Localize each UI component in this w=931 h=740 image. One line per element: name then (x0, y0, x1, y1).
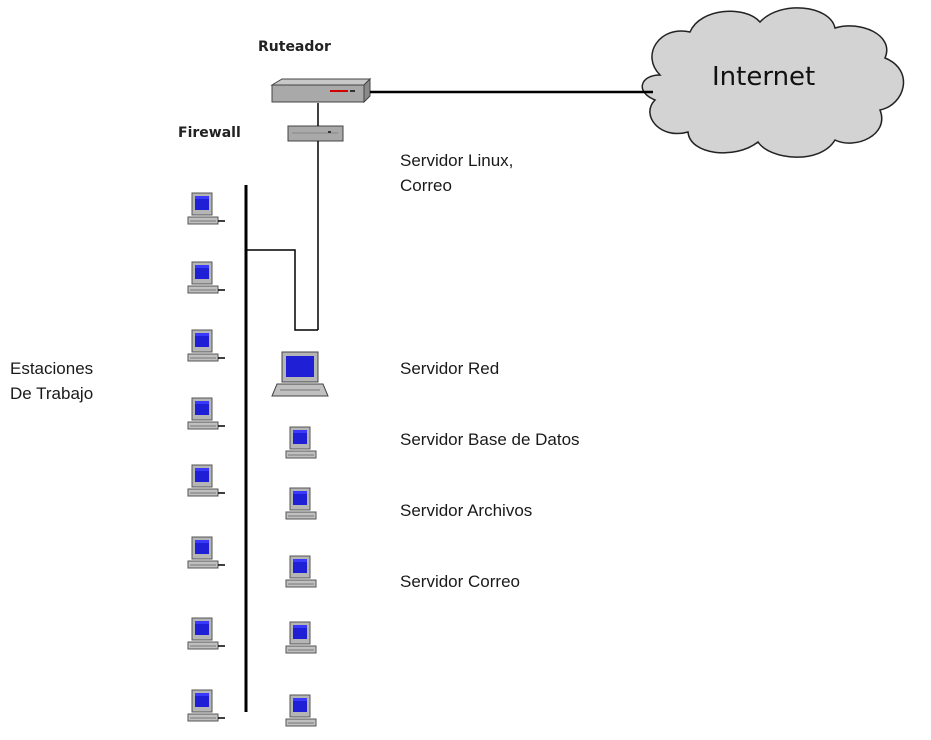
firewall-label: Firewall (178, 125, 241, 141)
database-server-label: Servidor Base de Datos (400, 430, 580, 449)
workstation-computer-icon (187, 536, 226, 569)
laptop-computer-icon (271, 351, 329, 397)
router-label: Ruteador (258, 39, 331, 55)
linux-server-label-line1: Servidor Linux, (400, 151, 514, 170)
internet-cloud-icon (641, 7, 905, 158)
firewall-icon (287, 125, 344, 142)
workstation-computer-icon (187, 397, 226, 430)
file-server-label: Servidor Archivos (400, 501, 533, 520)
router-icon (270, 77, 372, 104)
workstations-label-line2: De Trabajo (10, 384, 94, 403)
servers-group (285, 426, 317, 727)
network-server-label: Servidor Red (400, 359, 500, 378)
linux-server-label-line2: Correo (400, 176, 452, 195)
workstation-computer-icon (187, 464, 226, 497)
workstation-computer-icon (187, 261, 226, 294)
network-links (244, 90, 653, 712)
workstation-computer-icon (187, 192, 226, 225)
workstation-computer-icon (187, 617, 226, 650)
database-server-computer-icon (285, 426, 317, 459)
mail-server-computer-icon (285, 555, 317, 588)
workstations-group (187, 192, 226, 722)
server-computer-icon (285, 621, 317, 654)
workstation-computer-icon (187, 329, 226, 362)
server-computer-icon (285, 694, 317, 727)
internet-label: Internet (712, 62, 816, 92)
workstation-computer-icon (187, 689, 226, 722)
workstations-label-line1: Estaciones (10, 359, 94, 378)
mail-server-label: Servidor Correo (400, 572, 520, 591)
file-server-computer-icon (285, 487, 317, 520)
